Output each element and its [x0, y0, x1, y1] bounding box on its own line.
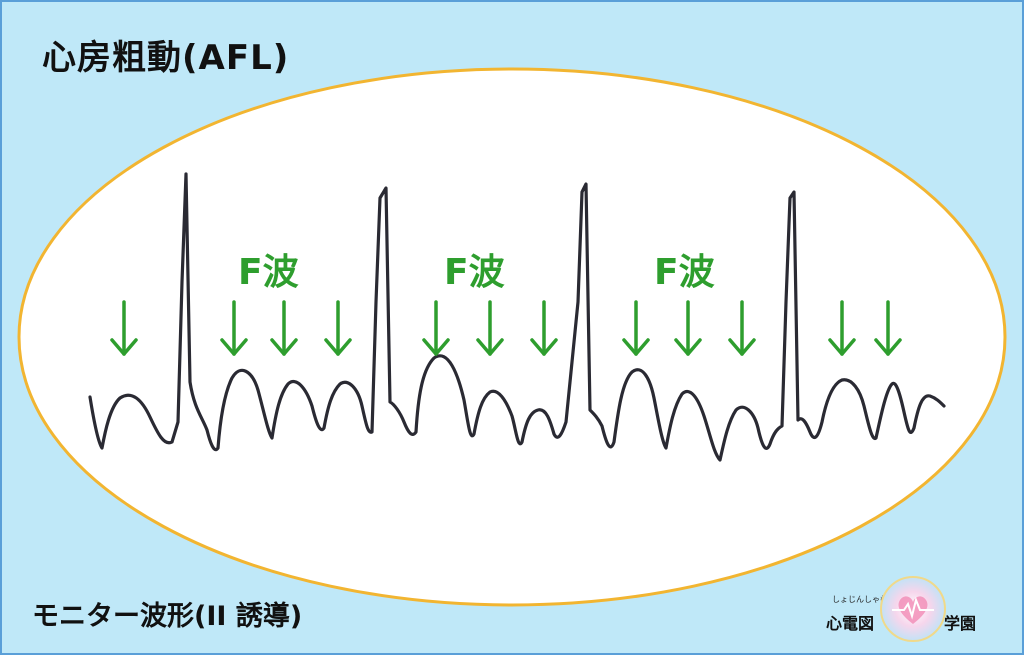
- logo-text-left: 心電図: [826, 614, 875, 633]
- down-arrow-icon: [220, 300, 248, 356]
- down-arrow-icon: [674, 300, 702, 356]
- down-arrow-icon: [422, 300, 450, 356]
- down-arrow-icon: [270, 300, 298, 356]
- down-arrow-icon: [110, 300, 138, 356]
- down-arrow-icon: [476, 300, 504, 356]
- down-arrow-icon: [324, 300, 352, 356]
- page-title: 心房粗動(AFL): [42, 38, 290, 78]
- heart-ecg-badge-icon: [880, 576, 946, 642]
- down-arrow-icon: [728, 300, 756, 356]
- logo-ruby-text: しょじんしゃむけ: [832, 595, 896, 604]
- down-arrow-icon: [530, 300, 558, 356]
- brand-logo: しょじんしゃむけ 心電図 学園: [822, 576, 1002, 646]
- f-wave-label-1: F波: [238, 252, 299, 293]
- f-wave-label-3: F波: [654, 252, 715, 293]
- down-arrow-icon: [828, 300, 856, 356]
- logo-text-right: 学園: [944, 614, 977, 633]
- down-arrow-icon: [874, 300, 902, 356]
- waveform-caption: モニター波形(II 誘導): [32, 601, 303, 632]
- down-arrow-icon: [622, 300, 650, 356]
- ecg-trace: [88, 172, 946, 462]
- waveform-ellipse: [17, 67, 1007, 607]
- f-wave-arrows: [110, 300, 902, 356]
- f-wave-label-2: F波: [444, 252, 505, 293]
